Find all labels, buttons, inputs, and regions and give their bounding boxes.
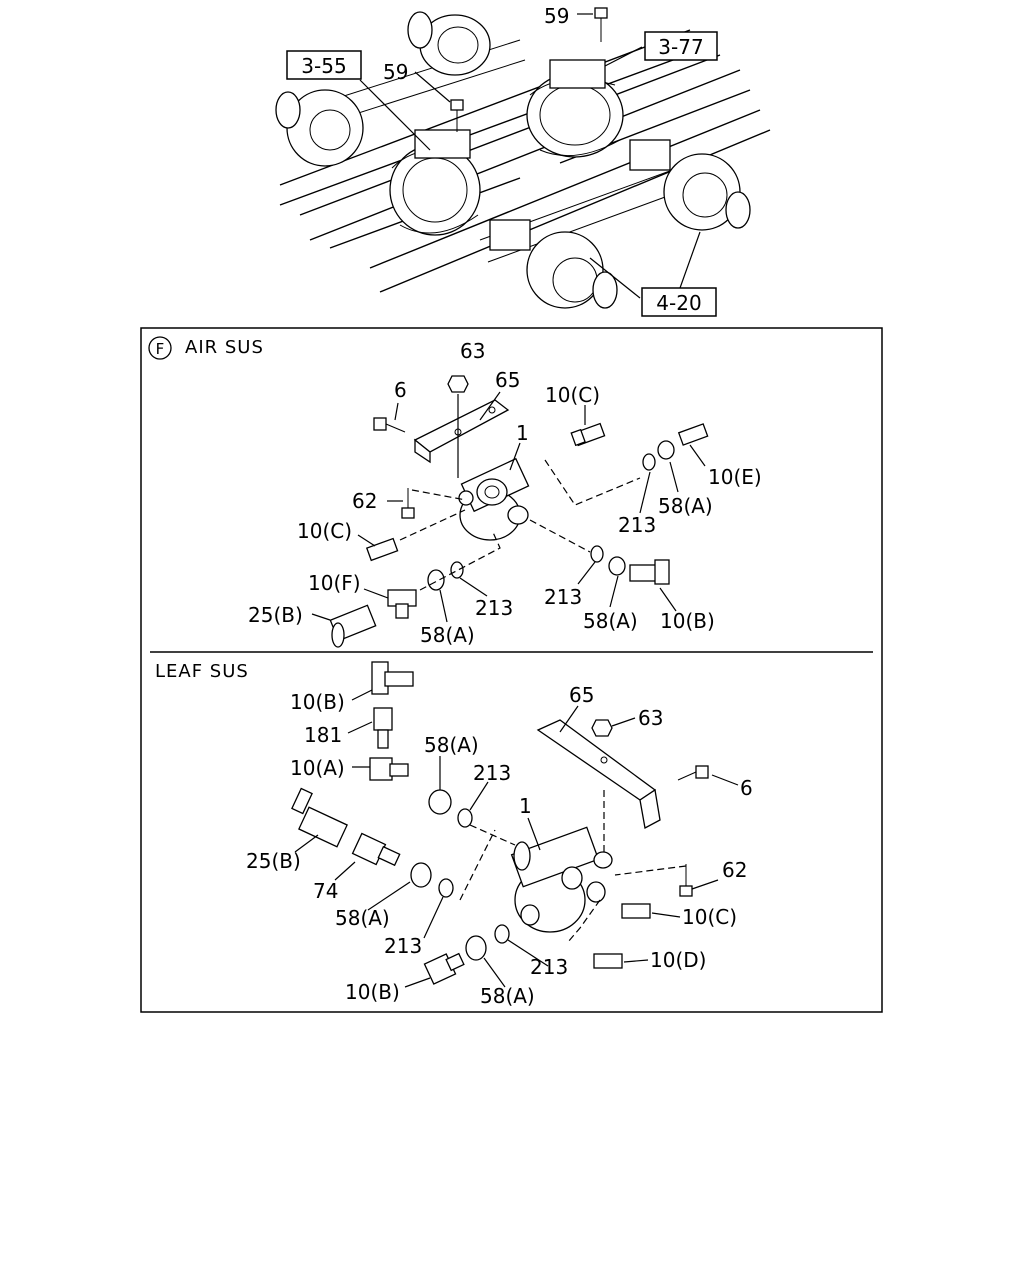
air-callout-213-left: 213 [475,596,513,620]
air-callout-10f: 10(F) [308,571,361,595]
leaf-callout-10b-bottom: 10(B) [345,980,400,1004]
leaf-callout-74: 74 [313,879,338,903]
section-mark-circle [148,336,172,360]
ref-label-3-55: 3-55 [301,54,346,78]
air-callout-10c-top: 10(C) [545,383,600,407]
leaf-callout-1: 1 [519,794,532,818]
reference-box-3-55[interactable]: 3-55 [286,50,362,80]
air-callout-63: 63 [460,339,485,363]
leaf-callout-10b-top: 10(B) [290,690,345,714]
leaf-callout-10d: 10(D) [650,948,706,972]
leaf-callout-62: 62 [722,858,747,882]
air-callout-25b: 25(B) [248,603,303,627]
callout-59-front: 59 [383,60,408,84]
reference-box-3-77[interactable]: 3-77 [644,31,718,61]
air-callout-213-right-bottom: 213 [544,585,582,609]
leaf-callout-58a-bottom: 58(A) [480,984,535,1008]
air-parts-illustration [329,375,709,648]
air-callout-58a-right-bottom: 58(A) [583,609,638,633]
air-sus-section: F AIR SUS [148,336,762,648]
leaf-callout-10c: 10(C) [682,905,737,929]
air-callout-58a-left: 58(A) [420,623,475,647]
top-leaders [359,13,701,299]
air-callout-6: 6 [394,378,407,402]
ref-label-3-77: 3-77 [658,35,703,59]
leaf-callout-65: 65 [569,683,594,707]
air-sus-title: AIR SUS [185,337,264,358]
air-callout-10e: 10(E) [708,465,762,489]
air-callout-10c-left: 10(C) [297,519,352,543]
leaf-sus-section: LEAF SUS [155,661,753,1008]
reference-box-4-20[interactable]: 4-20 [641,287,717,317]
leaf-leaders [294,689,739,988]
leaf-parts-illustration [291,661,709,985]
air-callout-213-right-top: 213 [618,513,656,537]
leaf-sus-title: LEAF SUS [155,661,249,682]
air-callout-10b: 10(B) [660,609,715,633]
leaf-callout-58a-left: 58(A) [335,906,390,930]
air-callout-62: 62 [352,489,377,513]
leaf-callout-6: 6 [740,776,753,800]
leaf-callout-181: 181 [304,723,342,747]
leaf-callout-10a: 10(A) [290,756,345,780]
ref-label-4-20: 4-20 [656,291,701,315]
air-callout-65: 65 [495,368,520,392]
callout-59-rear: 59 [544,4,569,28]
air-leaders [311,391,706,623]
leaf-callout-58a-top: 58(A) [424,733,479,757]
leaf-callout-213-left: 213 [384,934,422,958]
leaf-callout-63: 63 [638,706,663,730]
section-mark-f: F [156,340,165,358]
leaf-callout-25b: 25(B) [246,849,301,873]
air-callout-1: 1 [516,421,529,445]
axle-assembly-illustration [275,7,771,309]
leaf-callout-213-bottom: 213 [530,955,568,979]
air-callout-58a-right-top: 58(A) [658,494,713,518]
leaf-callout-213-top: 213 [473,761,511,785]
detail-frame [140,327,883,1013]
